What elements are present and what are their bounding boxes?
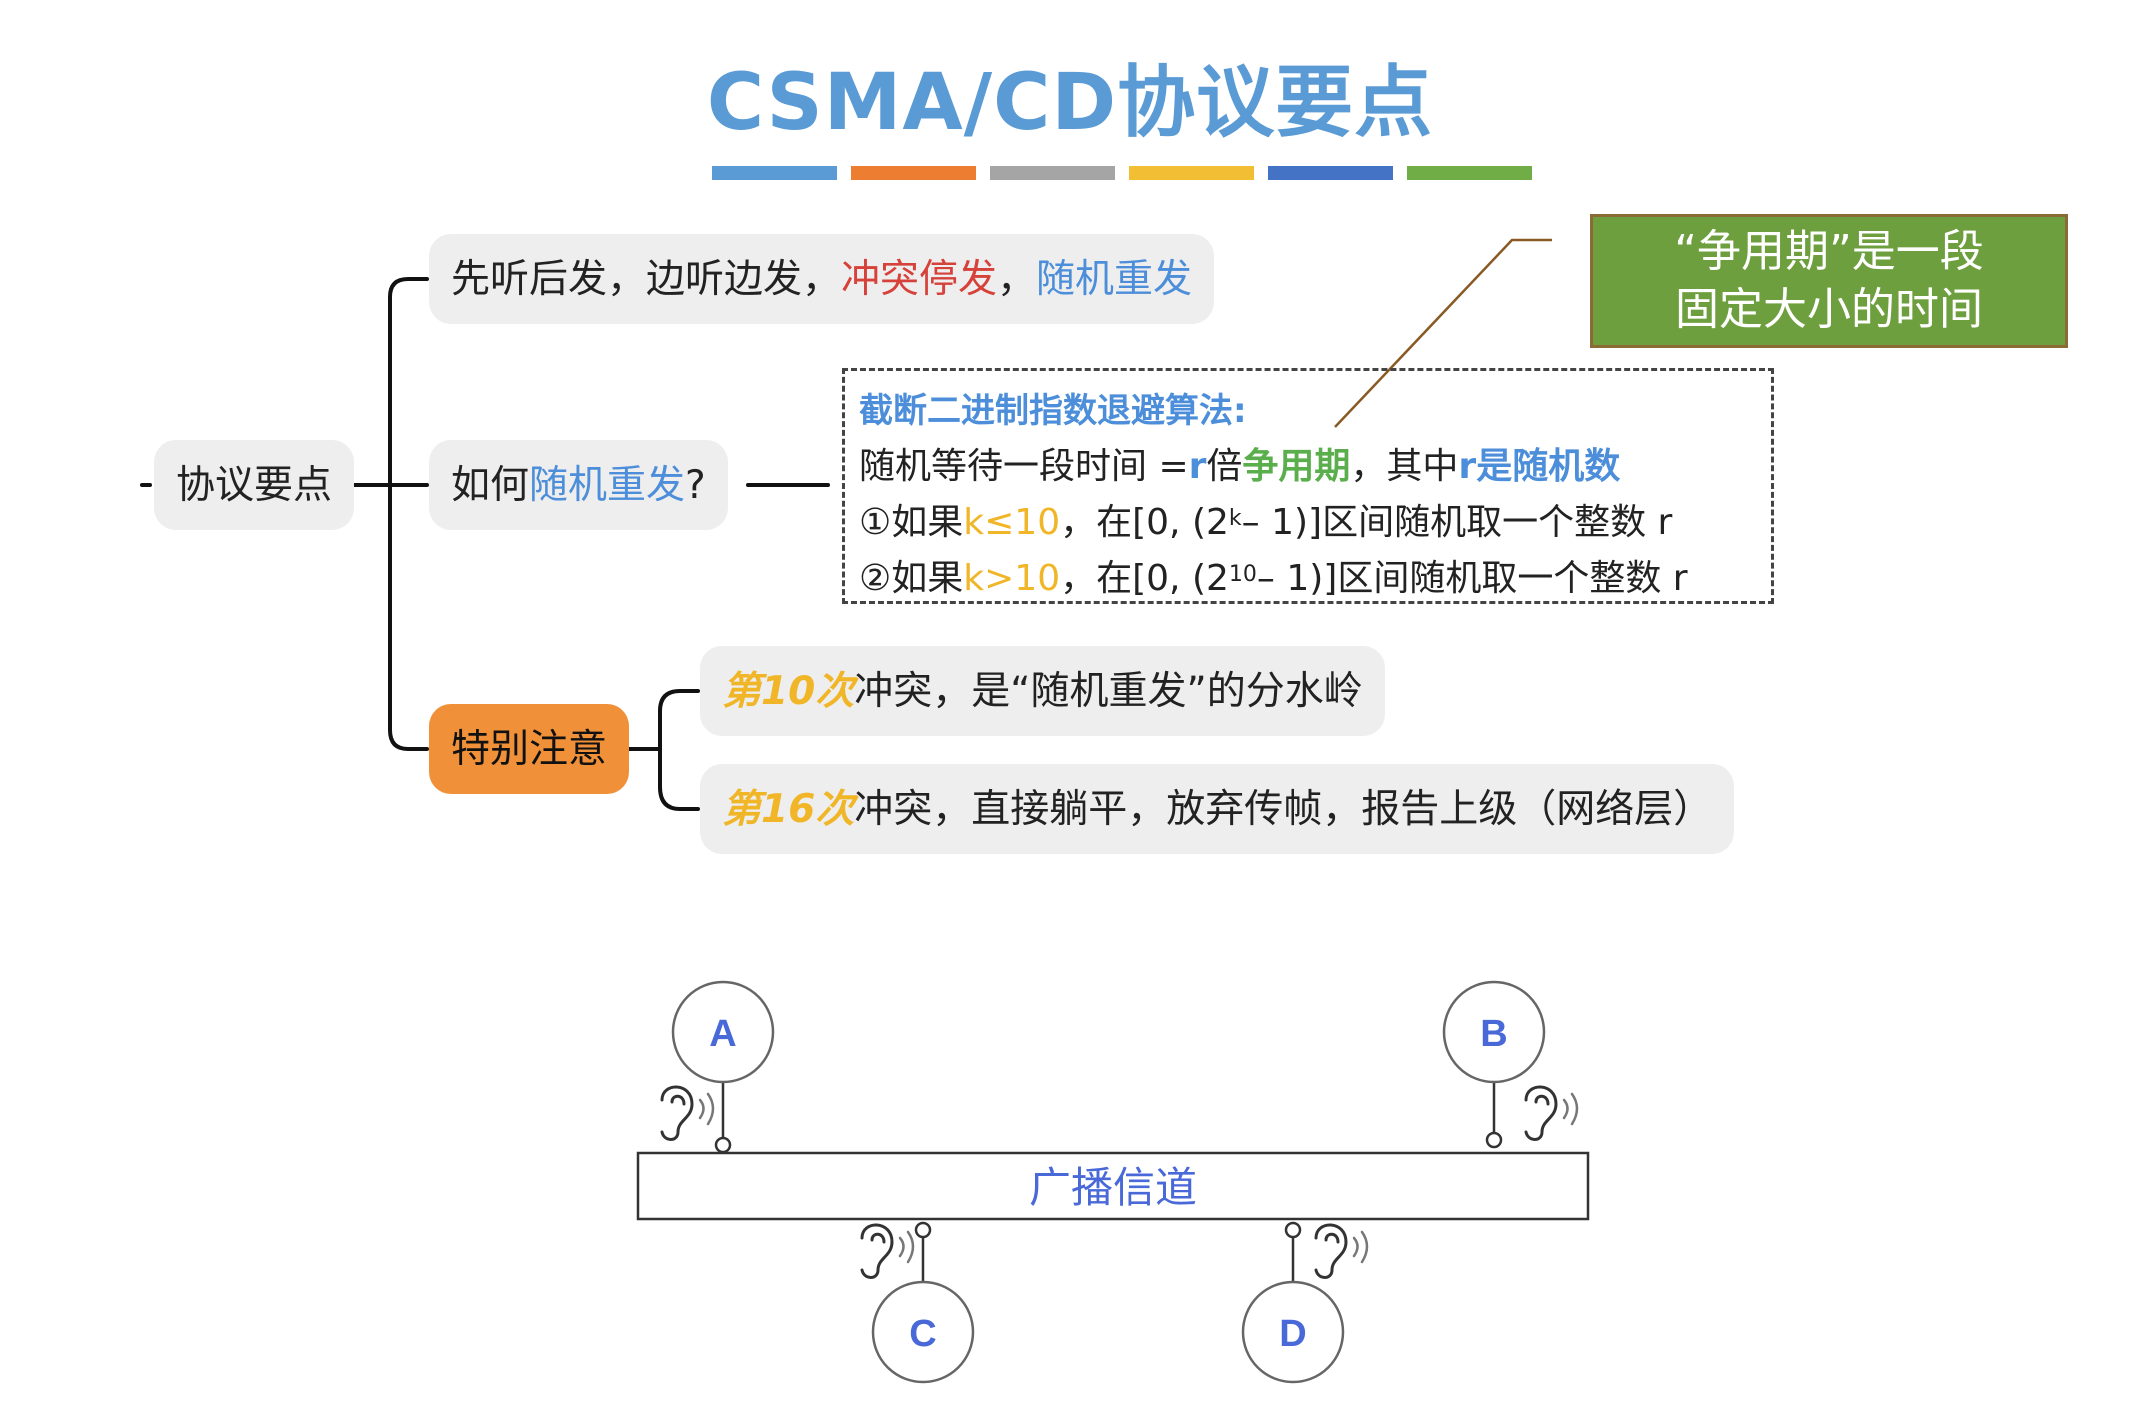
station-b-label: B: [1480, 1013, 1507, 1055]
callout-line-1: “争用期”是一段: [1674, 225, 1984, 277]
node-how-random-resend: 如何随机重发?: [429, 440, 728, 530]
backoff-algorithm-box: 截断二进制指数退避算法: 随机等待一段时间 = r 倍争用期，其中 r 是随机数…: [842, 368, 1774, 604]
station-b: B: [1442, 980, 1579, 1149]
station-b-circle: [1442, 980, 1546, 1084]
node1-highlight-random-resend: 随机重发: [1036, 256, 1193, 302]
node1-comma: ，: [997, 256, 1037, 302]
color-bar-segment: [1407, 166, 1532, 180]
callout-line-2: 固定大小的时间: [1675, 284, 1983, 335]
color-bar-segment: [712, 166, 837, 180]
ear-icon: [1524, 1085, 1579, 1141]
page-title: CSMA/CD协议要点: [706, 58, 1434, 148]
text: 倍: [1206, 446, 1243, 487]
node2-question-mark: ?: [685, 462, 706, 508]
child2-emphasis: 第16次: [722, 786, 855, 832]
station-d: D: [1241, 1221, 1369, 1384]
text: ，在[0, (2: [1060, 502, 1229, 543]
station-a: A: [660, 980, 775, 1154]
contention-period: 争用期: [1242, 446, 1351, 487]
contention-period-callout: “争用期”是一段 固定大小的时间: [1590, 214, 2068, 348]
title-color-bar: [712, 166, 1532, 180]
ear-icon: [660, 1085, 715, 1141]
text: ，在[0, (2: [1060, 558, 1229, 599]
var-r: r: [1458, 446, 1477, 487]
bus-label: 广播信道: [1029, 1163, 1197, 1212]
node-listen-before-send: 先听后发，边听边发，冲突停发，随机重发: [429, 234, 1215, 324]
text: 随机等待一段时间 =: [859, 446, 1189, 487]
node3-label: 特别注意: [451, 726, 608, 772]
node2-highlight: 随机重发: [529, 462, 686, 508]
color-bar-segment: [851, 166, 976, 180]
is-random: 是随机数: [1476, 446, 1621, 487]
exponent: k: [1228, 506, 1242, 531]
station-d-label: D: [1279, 1313, 1306, 1355]
color-bar-segment: [1129, 166, 1254, 180]
text: – 1)]区间随机取一个整数 r: [1241, 502, 1673, 543]
ear-icon: [860, 1223, 915, 1279]
var-r: r: [1188, 446, 1207, 487]
condition: k>10: [963, 558, 1061, 599]
color-bar-segment: [990, 166, 1115, 180]
mindmap-root-node: 协议要点: [154, 440, 355, 530]
exponent: 10: [1228, 562, 1257, 587]
root-label: 协议要点: [176, 462, 333, 508]
text: ②如果: [859, 558, 964, 599]
text: – 1)]区间随机取一个整数 r: [1256, 558, 1688, 599]
station-a-circle: [671, 980, 775, 1084]
child2-text: 冲突，直接躺平，放弃传帧，报告上级（网络层）: [854, 786, 1713, 832]
condition: k≤10: [963, 502, 1061, 543]
node1-text: 先听后发，边听边发，: [451, 256, 842, 302]
station-c: C: [860, 1221, 975, 1384]
algorithm-line-1: 随机等待一段时间 = r 倍争用期，其中 r 是随机数: [859, 439, 1757, 495]
station-c-label: C: [909, 1313, 936, 1355]
child1-emphasis: 第10次: [722, 668, 855, 714]
text: ①如果: [859, 502, 964, 543]
node2-text: 如何: [451, 462, 530, 508]
station-d-circle: [1241, 1280, 1345, 1384]
node-16th-collision: 第16次冲突，直接躺平，放弃传帧，报告上级（网络层）: [700, 764, 1735, 854]
bus-channel: [636, 1151, 1590, 1221]
node1-highlight-collision-stop: 冲突停发: [841, 256, 998, 302]
child1-text: 冲突，是“随机重发”的分水岭: [854, 668, 1363, 714]
node-10th-collision: 第10次冲突，是“随机重发”的分水岭: [700, 646, 1385, 736]
node-special-note: 特别注意: [429, 704, 630, 794]
station-c-circle: [871, 1280, 975, 1384]
station-a-label: A: [709, 1013, 736, 1055]
color-bar-segment: [1268, 166, 1393, 180]
algorithm-title: 截断二进制指数退避算法:: [859, 391, 1247, 431]
ear-icon: [1314, 1223, 1369, 1279]
text: ，其中: [1350, 446, 1459, 487]
